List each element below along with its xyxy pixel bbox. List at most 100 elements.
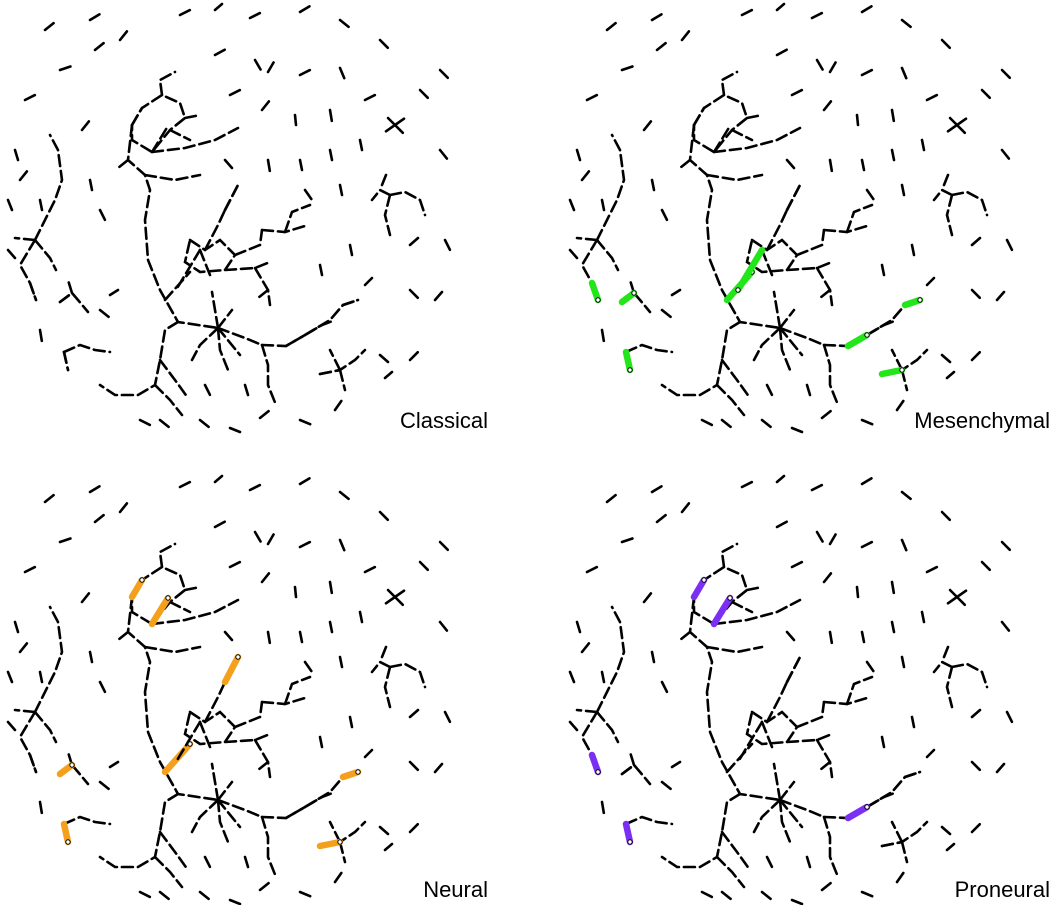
highlighted-edge-end-node: [627, 367, 633, 373]
highlighted-edge-br-1: [878, 366, 906, 378]
network-edge: [233, 700, 264, 729]
network-edge: [318, 348, 367, 376]
network-edge: [378, 510, 390, 522]
network-edge-ray-a: [174, 720, 202, 764]
network-edge: [150, 126, 240, 154]
network-edge: [298, 540, 312, 549]
network-edge: [223, 732, 272, 744]
network-edge: [358, 138, 364, 152]
network-edge: [772, 290, 782, 330]
network-edge: [13, 708, 37, 714]
network-edge: [266, 158, 272, 174]
network-edge: [575, 148, 582, 162]
highlighted-edge-hook-left: [622, 820, 634, 846]
network-edge: [198, 248, 212, 277]
network-edge: [568, 720, 579, 732]
network-edge: [6, 670, 14, 684]
network-edge: [298, 418, 314, 427]
network-edge: [828, 58, 839, 74]
network-edge: [328, 580, 334, 596]
network-edge: [995, 290, 1006, 302]
network-edge: [418, 88, 430, 100]
network-edge: [818, 760, 832, 772]
network-edge: [790, 88, 804, 97]
network-edge: [700, 890, 714, 899]
network-edge: [822, 570, 834, 584]
network-edge: [223, 158, 234, 170]
network-edge: [338, 183, 344, 197]
network-edge: [260, 98, 272, 112]
network-edge: [6, 198, 14, 212]
network-edge: [88, 484, 102, 494]
network-edge: [18, 168, 30, 182]
network-edge: [243, 383, 250, 397]
network-edge: [98, 320, 180, 397]
network-edge: [790, 426, 804, 434]
network-edge: [920, 610, 926, 624]
network-edge: [118, 28, 130, 42]
network-edge: [568, 198, 576, 212]
network-edge: [260, 570, 272, 584]
network-edge: [62, 815, 112, 826]
highlighted-edge-end-node: [864, 804, 870, 810]
network-edge: [298, 158, 304, 172]
network-edge: [745, 710, 799, 746]
highlighted-edge-end-node: [631, 290, 637, 296]
network-edge: [595, 710, 620, 744]
highlighted-edge-right-1: [844, 331, 871, 350]
network-edge: [358, 610, 364, 624]
network-edge: [438, 148, 450, 162]
network-edge: [925, 565, 939, 574]
network-edge: [620, 763, 652, 786]
network-edge: [655, 40, 669, 52]
network-edge: [678, 630, 692, 642]
network-edge: [940, 510, 952, 522]
network-edge: [168, 128, 192, 142]
network-edge: [303, 660, 314, 674]
network-edge-top-branch: [223, 183, 240, 212]
network-edge: [605, 20, 619, 32]
network-edge: [1005, 238, 1014, 252]
network-edge: [233, 228, 264, 257]
network-edge: [890, 820, 904, 844]
network-edge: [338, 18, 352, 30]
network-edge: [860, 890, 876, 899]
network-edge: [38, 198, 44, 212]
network-edge: [720, 542, 739, 569]
network-edge-ray-a: [174, 248, 202, 292]
network-edge: [900, 18, 914, 30]
network-edge: [1000, 540, 1012, 552]
network-edge: [600, 198, 606, 212]
network-edge: [198, 720, 212, 749]
network-edge-pent-1: [130, 106, 144, 127]
network-edge: [150, 598, 240, 626]
network-edge: [688, 123, 782, 330]
network-edge: [216, 326, 264, 347]
network-edge: [765, 680, 789, 724]
network-edge: [995, 762, 1006, 774]
network-edge: [895, 870, 906, 884]
network-edge: [855, 113, 860, 127]
network-edge: [393, 123, 407, 137]
network-edge: [945, 665, 954, 709]
network-edge: [228, 426, 242, 434]
network-edge: [190, 798, 220, 834]
network-edge: [213, 2, 224, 12]
network-edge: [880, 735, 886, 749]
highlighted-edge-pent-1: [690, 576, 708, 601]
network-edge: [778, 798, 804, 829]
network-edge: [650, 650, 656, 664]
network-edge: [43, 20, 57, 32]
network-edge: [670, 760, 682, 769]
network-edge: [890, 348, 904, 372]
network-edge: [828, 158, 834, 174]
network-edge: [126, 123, 220, 330]
network-edge: [795, 700, 826, 729]
network-edge: [660, 792, 742, 869]
network-edge: [628, 750, 636, 767]
network-edge: [408, 350, 420, 362]
network-edge: [822, 98, 834, 112]
network-edge: [760, 418, 774, 430]
network-edge: [815, 266, 834, 307]
network-edge: [143, 645, 202, 654]
